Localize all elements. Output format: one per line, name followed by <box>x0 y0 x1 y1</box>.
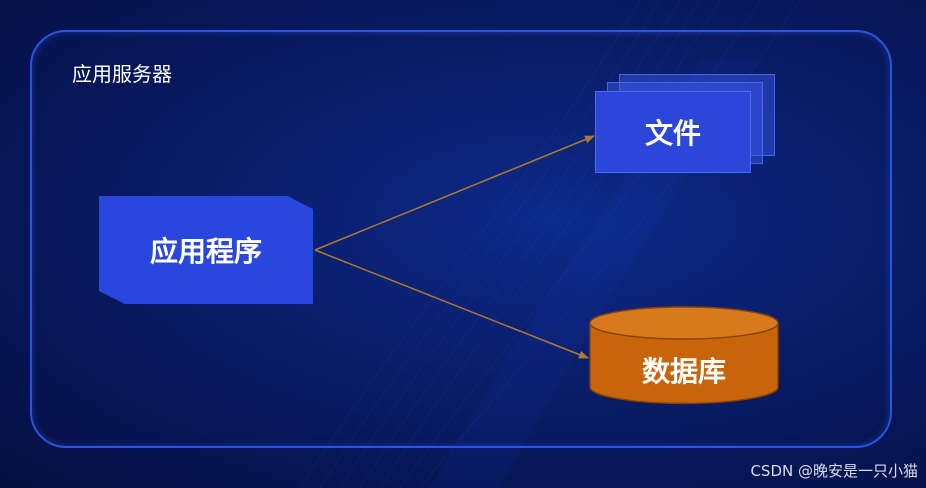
application-server-container <box>30 30 892 448</box>
database-label: 数据库 <box>641 355 726 388</box>
container-title: 应用服务器 <box>72 62 172 86</box>
arrow-to-database <box>314 249 589 359</box>
application-program-label: 应用程序 <box>149 235 262 268</box>
file-node: 文件 <box>595 91 751 173</box>
file-label: 文件 <box>644 117 701 150</box>
arrow-to-file <box>314 135 595 251</box>
application-program-node <box>99 196 313 304</box>
watermark-text: CSDN @晚安是一只小猫 <box>750 462 918 480</box>
database-cylinder-icon <box>589 306 779 405</box>
